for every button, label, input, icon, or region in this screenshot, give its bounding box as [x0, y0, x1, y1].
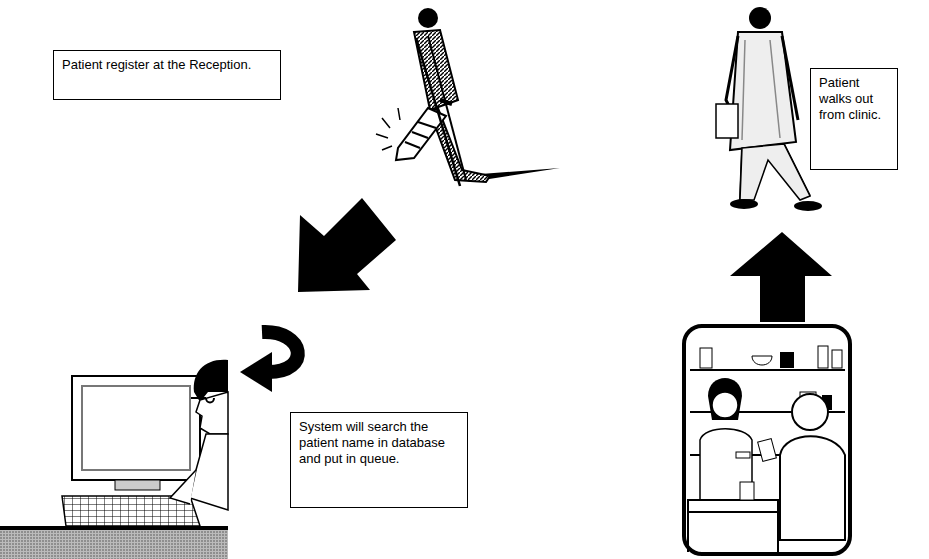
injured-patient-clipart — [376, 8, 560, 186]
note-box: System will search the patient name in d… — [290, 412, 468, 508]
note-box: Patient register at the Reception. — [53, 50, 281, 100]
box-text: System will search the patient name in d… — [299, 419, 459, 467]
walking-patient-clipart — [716, 7, 822, 211]
curved-flow-arrow — [240, 332, 298, 392]
box-text: Patient walks out from clinic. — [819, 75, 889, 123]
flow-arrow — [298, 198, 396, 292]
note-box: Patient walks out from clinic. — [810, 68, 898, 170]
receptionist-at-computer-clipart — [0, 360, 228, 559]
flow-arrow — [730, 232, 832, 322]
pharmacy-clipart — [684, 326, 850, 554]
box-text: Patient register at the Reception. — [62, 57, 272, 73]
